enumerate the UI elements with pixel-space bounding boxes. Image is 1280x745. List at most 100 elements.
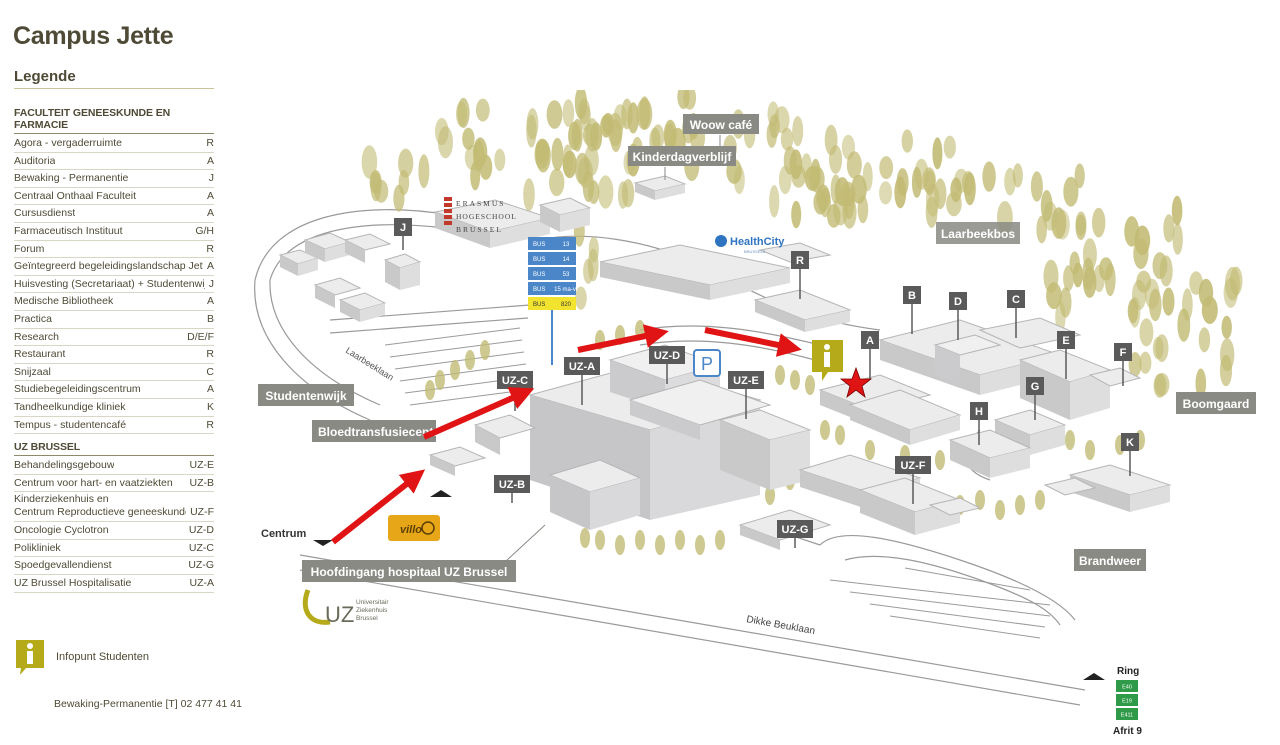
tree xyxy=(438,126,453,159)
tree xyxy=(574,90,587,120)
tree xyxy=(715,530,725,550)
tree xyxy=(480,340,490,360)
uz-legend-code: UZ-B xyxy=(189,476,215,489)
erasmus-line-1: ERASMUS xyxy=(456,199,505,208)
healthcity-label: HealthCity xyxy=(730,236,785,248)
tree xyxy=(494,148,506,171)
svg-text:Laarbeekbos: Laarbeekbos xyxy=(941,227,1015,241)
healthcity-logo: HealthCity BRUSSELS xyxy=(715,235,785,254)
faculty-legend-code: G/H xyxy=(195,224,214,237)
faculty-legend-name: Snijzaal xyxy=(14,365,51,378)
bus-line-number: 14 xyxy=(563,257,570,263)
route-arrow-3 xyxy=(577,324,669,353)
faculty-legend-name: Studiebegeleidingscentrum xyxy=(14,383,141,396)
tree xyxy=(1198,278,1214,307)
tree xyxy=(551,137,564,171)
erasmus-line-3: BRUSSEL xyxy=(456,225,503,234)
security-phone: Bewaking-Permanentie [T] 02 477 41 41 xyxy=(54,698,242,710)
faculty-legend-name: Geïntegreerd begeleidingslandschap Jette xyxy=(14,260,203,273)
faculty-legend-name: Cursusdienst xyxy=(14,207,76,220)
faculty-legend-name: Forum xyxy=(14,242,45,255)
tree xyxy=(585,118,599,152)
legend-faculty-section: FACULTEIT GENEESKUNDE EN FARMACIE Agora … xyxy=(14,107,214,435)
parking-label: P xyxy=(701,354,713,374)
tree xyxy=(841,134,856,160)
svg-text:Boomgaard: Boomgaard xyxy=(1183,397,1250,411)
place-labels: Woow café Kinderdagverblijf Laarbeekbos … xyxy=(258,114,1256,737)
faculty-legend-code: A xyxy=(206,207,214,220)
route-arrow-2 xyxy=(422,387,535,440)
tree xyxy=(1046,282,1062,310)
tree xyxy=(584,144,599,177)
faculty-legend-code: C xyxy=(206,365,214,378)
info-point-icon xyxy=(16,640,44,675)
label-kinderdagverblijf: Kinderdagverblijf xyxy=(628,146,736,180)
tree xyxy=(995,500,1005,520)
marker-label: E xyxy=(1062,335,1069,347)
villo-station: villo xyxy=(388,515,440,541)
tree xyxy=(1162,287,1175,316)
bus-line-number: 820 xyxy=(561,302,572,308)
tree xyxy=(791,164,806,188)
ring-arrow-icon xyxy=(1083,673,1105,680)
uz-legend-code: UZ-C xyxy=(188,541,214,554)
tree xyxy=(1149,288,1162,322)
faculty-legend-row: Huisvesting (Secretariaat) + Studentenwi… xyxy=(14,276,214,294)
marker-uzd: UZ-D xyxy=(649,346,685,384)
label-studentenwijk: Studentenwijk xyxy=(258,384,354,406)
bus-line-sign xyxy=(528,252,576,265)
tree xyxy=(982,161,996,192)
marker-label: UZ-G xyxy=(782,524,809,536)
parking-lot-south xyxy=(829,567,1051,639)
uz-legend-name: Centrum voor hart- en vaatziekten xyxy=(14,476,173,489)
tree xyxy=(1134,225,1151,256)
tree xyxy=(1139,351,1152,374)
marker-uzb: UZ-B xyxy=(494,475,530,503)
parking-sign: P xyxy=(693,349,721,377)
tree xyxy=(1139,318,1154,347)
legend-heading: Legende xyxy=(14,68,214,89)
marker-uza: UZ-A xyxy=(564,357,600,405)
tree xyxy=(580,528,590,548)
erasmus-logo: ERASMUS HOGESCHOOL BRUSSEL xyxy=(444,197,516,234)
faculty-legend-code: A xyxy=(206,154,214,167)
marker-label: UZ-C xyxy=(502,375,528,387)
label-laarbeekbos: Laarbeekbos xyxy=(936,222,1020,244)
marker-label: B xyxy=(908,290,916,302)
tree xyxy=(824,124,838,156)
tree xyxy=(655,535,665,555)
tree xyxy=(1195,368,1207,399)
ring-exit-label: E411 xyxy=(1121,713,1133,719)
tree xyxy=(765,485,775,505)
label-boomgaard: Boomgaard xyxy=(1176,392,1256,414)
tree xyxy=(575,286,587,310)
tree xyxy=(1059,287,1072,318)
uz-legend-code: UZ-A xyxy=(189,576,215,589)
faculty-legend-name: Medische Bibliotheek xyxy=(14,295,114,308)
tree xyxy=(1063,176,1079,207)
uz-legend-code: UZ-D xyxy=(188,524,214,537)
tree xyxy=(805,375,815,395)
tree xyxy=(621,98,633,130)
faculty-legend-name: Bewaking - Permanentie xyxy=(14,172,129,185)
tree xyxy=(790,370,800,390)
faculty-legend-code: D/E/F xyxy=(187,330,214,343)
tree xyxy=(1085,440,1095,460)
tree xyxy=(775,365,785,385)
uz-logo-mark: UZ xyxy=(325,602,354,627)
marker-label: F xyxy=(1120,347,1127,359)
marker-b: B xyxy=(903,286,921,334)
marker-f: F xyxy=(1114,343,1132,386)
label-brandweer: Brandweer xyxy=(1074,549,1146,571)
tree xyxy=(418,154,430,189)
tree xyxy=(1219,354,1233,387)
tree xyxy=(535,139,551,173)
bus-line-sign xyxy=(528,267,576,280)
bus-label: BUS xyxy=(533,257,545,263)
